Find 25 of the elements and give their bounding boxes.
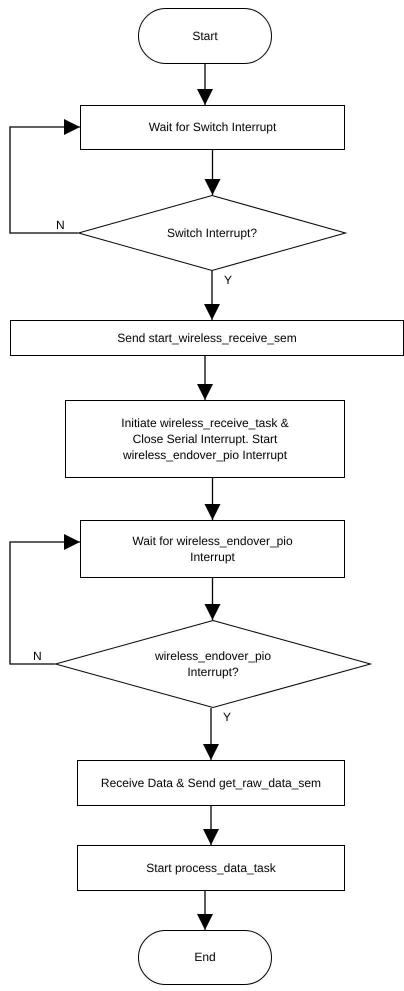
arrow xyxy=(197,356,213,400)
step-text: Wait for Switch Interrupt xyxy=(148,119,276,136)
edge-label: N xyxy=(56,219,65,231)
step-text: Start xyxy=(192,28,218,44)
arrow xyxy=(204,271,220,320)
arrow xyxy=(197,891,213,930)
arrow xyxy=(9,119,80,234)
step-text: Receive Data & Send get_raw_data_sem xyxy=(100,774,322,792)
arrow xyxy=(203,708,219,760)
step-text: Send start_wireless_receive_sem xyxy=(117,330,297,346)
step-text: Start process_data_task xyxy=(146,860,276,876)
arrow xyxy=(204,150,220,195)
decision-text: Switch Interrupt? xyxy=(166,224,258,242)
arrow xyxy=(203,806,219,845)
arrow xyxy=(204,578,220,620)
step-text: Wait for wireless_endover_pio Interrupt xyxy=(131,532,294,566)
edge-label: N xyxy=(33,650,42,662)
decision-text: wireless_endover_pio Interrupt? xyxy=(154,648,272,680)
edge-label: Y xyxy=(223,711,232,723)
edge-label: Y xyxy=(224,274,232,286)
step-text: Initiate wireless_receive_task & Close Serial Interrupt. Start wireless_endover_pio Interrupt xyxy=(120,414,290,464)
arrow xyxy=(204,478,220,520)
arrow xyxy=(9,534,80,665)
arrow xyxy=(197,64,213,105)
step-text: End xyxy=(194,949,216,966)
